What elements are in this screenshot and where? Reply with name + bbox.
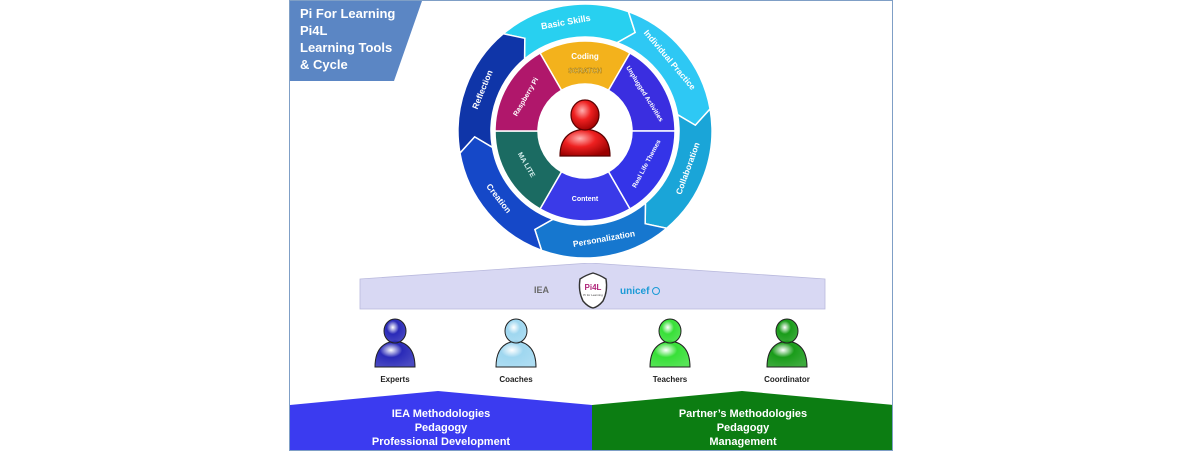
role-label: Experts <box>380 375 410 384</box>
role-label: Coordinator <box>764 375 810 384</box>
pi4l-logo-subtext: Pi for Learning <box>583 293 603 297</box>
iea-band-line-2: Pedagogy <box>414 422 468 434</box>
unicef-logo-text: unicef <box>620 286 650 297</box>
iea-band-line-3: Professional Development <box>371 436 511 448</box>
role-experts: Experts <box>370 317 420 384</box>
role-coaches: Coaches <box>491 317 541 384</box>
unicef-globe-icon <box>652 287 661 295</box>
scratch-logo: SCRATCH <box>568 68 602 75</box>
partners-band-line-3: Management <box>709 436 777 448</box>
iea-band-shape <box>290 391 592 450</box>
partners-band-line-2: Pedagogy <box>716 422 770 434</box>
outer-segment-reflection <box>457 32 526 155</box>
title-line-4: & Cycle <box>300 57 348 72</box>
role-coordinator: Coordinator <box>762 317 812 384</box>
person-blue-icon <box>374 318 416 368</box>
role-teachers: Teachers <box>645 317 695 384</box>
title-line-3: Learning Tools <box>300 40 393 55</box>
role-label: Teachers <box>652 375 688 384</box>
pi4l-logo-shield: Pi4L Pi for Learning <box>578 272 608 309</box>
inner-label-content: Content <box>572 196 599 203</box>
iea-methodologies-band: IEA Methodologies Pedagogy Professional … <box>290 391 592 450</box>
partners-band-shape <box>592 391 892 450</box>
person-red-icon <box>559 99 611 157</box>
person-green-icon <box>766 318 808 368</box>
role-label: Coaches <box>499 375 533 384</box>
person-lightblue-icon <box>495 318 537 368</box>
pi4l-logo-text: Pi4L <box>585 283 602 292</box>
pi4l-logo: Pi4L Pi for Learning <box>576 271 610 314</box>
inner-segment-raspberry-pi <box>494 52 563 132</box>
title-box: Pi For Learning Pi4L Learning Tools & Cy… <box>290 1 422 81</box>
partners-methodologies-band: Partner’s Methodologies Pedagogy Managem… <box>592 391 892 450</box>
title-line-2: Pi4L <box>300 23 328 38</box>
iea-band-line-1: IEA Methodologies <box>391 408 491 420</box>
person-lightgreen-icon <box>649 318 691 368</box>
unicef-logo: unicef <box>620 286 661 297</box>
iea-logo: IEA <box>534 285 549 295</box>
inner-label-coding: Coding <box>571 52 599 61</box>
partners-band-line-1: Partner’s Methodologies <box>678 408 808 420</box>
title-box-shape <box>290 1 422 81</box>
diagram-frame: Pi For Learning Pi4L Learning Tools & Cy… <box>289 0 893 451</box>
iea-logo-text: IEA <box>534 285 550 295</box>
title-line-1: Pi For Learning <box>300 6 396 21</box>
